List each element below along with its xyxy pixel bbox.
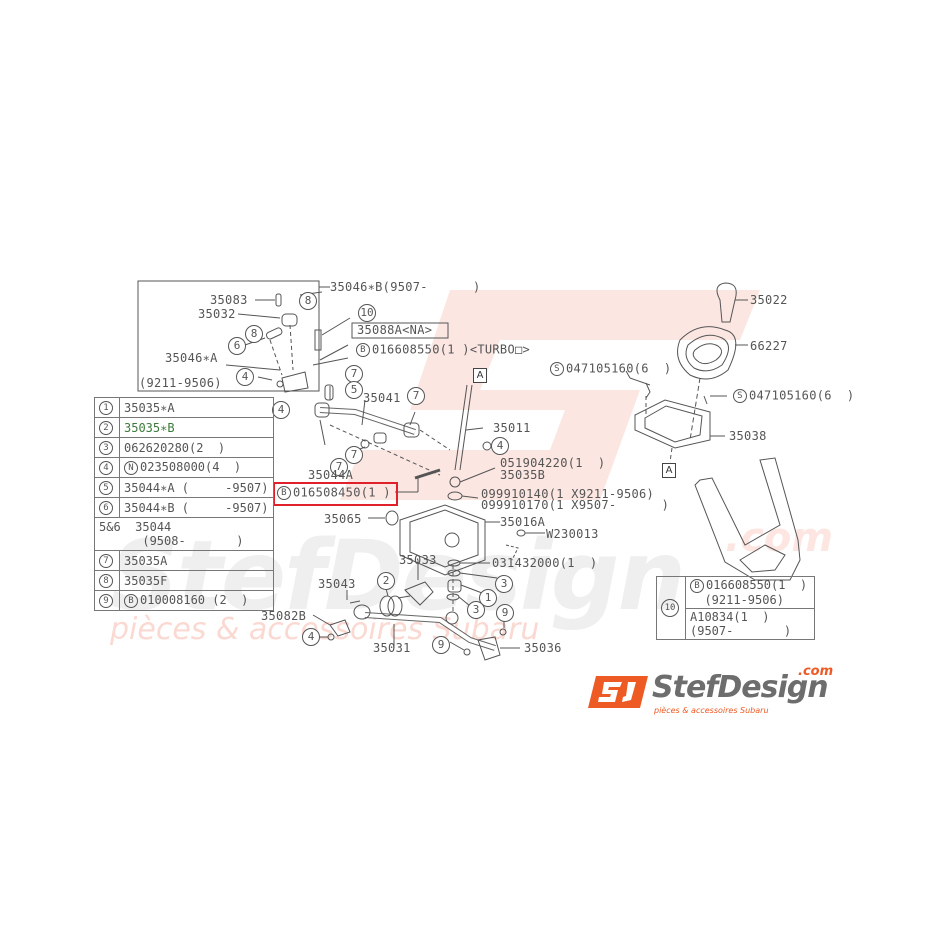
callout-4-a: 4 [236,368,254,386]
label-35038: 35038 [729,429,767,443]
label-099910140: 099910140(1 X9211-9506) [481,487,655,501]
callout-3-b: 3 [467,601,485,619]
label-66227: 66227 [750,339,788,353]
callout-7-c: 7 [345,446,363,464]
watermark-sj-logo-icon [340,290,760,500]
callout-7-a: 7 [345,365,363,383]
callout-8-b: 8 [245,325,263,343]
sj-logo-icon [588,676,648,708]
logo-tagline: pièces & accessoires Subaru [654,706,769,715]
callout-2: 2 [377,572,395,590]
callout-9-a: 9 [496,604,514,622]
ref-box-a-right: A [662,463,676,478]
callout-4-b: 4 [272,401,290,419]
label-051904220: 051904220(1 ) [500,456,606,470]
label-35033: 35033 [399,553,437,567]
label-35011: 35011 [493,421,531,435]
logo-domain: .com [798,664,834,679]
s-prefix-icon: S [550,362,564,376]
label-031432000: 031432000(1 ) [492,556,598,570]
callout-5: 5 [345,381,363,399]
label-35031: 35031 [373,641,411,655]
label-35065: 35065 [324,512,362,526]
label-35088a: 35088A<NA> [357,323,433,337]
logo-name: StefDesign [652,670,829,705]
label-35035b: 35035B [500,468,546,482]
label-35082b: 35082B [261,609,307,623]
callout-7-b: 7 [407,387,425,405]
label-35044a: 35044A [308,468,354,482]
callout-3-a: 3 [495,575,513,593]
label-date-range: (9211-9506) [139,376,222,390]
ref-box-a-left: A [473,368,487,383]
label-35022: 35022 [750,293,788,307]
stefdesign-logo: StefDesign .com pièces & accessoires Sub… [588,664,848,724]
label-35036: 35036 [524,641,562,655]
callout-7-d: 7 [330,458,348,476]
callout-10: 10 [358,304,376,322]
callout-4-c: 4 [491,437,509,455]
label-35041: 35041 [363,391,401,405]
callout-9-b: 9 [432,636,450,654]
b-prefix-icon: B [277,486,291,500]
label-35083: 35083 [210,293,248,307]
label-35016a: 35016A [500,515,546,529]
s-prefix-icon: S [733,389,747,403]
highlighted-part-box[interactable] [273,482,398,506]
legend-row: 5&6 35044 (9508- ) [94,517,274,551]
b-prefix-icon: B [356,343,370,357]
callout-8-a: 8 [299,292,317,310]
label-35043: 35043 [318,577,356,591]
callout-4-d: 4 [302,628,320,646]
legend-row: A10834(1 )(9507- ) [657,607,815,640]
label-099910170: 099910170(1 X9507- ) [481,498,670,512]
label-35046b: 35046∗B(9507- ) [330,280,481,294]
callout-6: 6 [228,337,246,355]
label-35046a: 35046∗A [165,351,218,365]
label-35032: 35032 [198,307,236,321]
label-w230013: W230013 [546,527,599,541]
callout-1: 1 [479,589,497,607]
